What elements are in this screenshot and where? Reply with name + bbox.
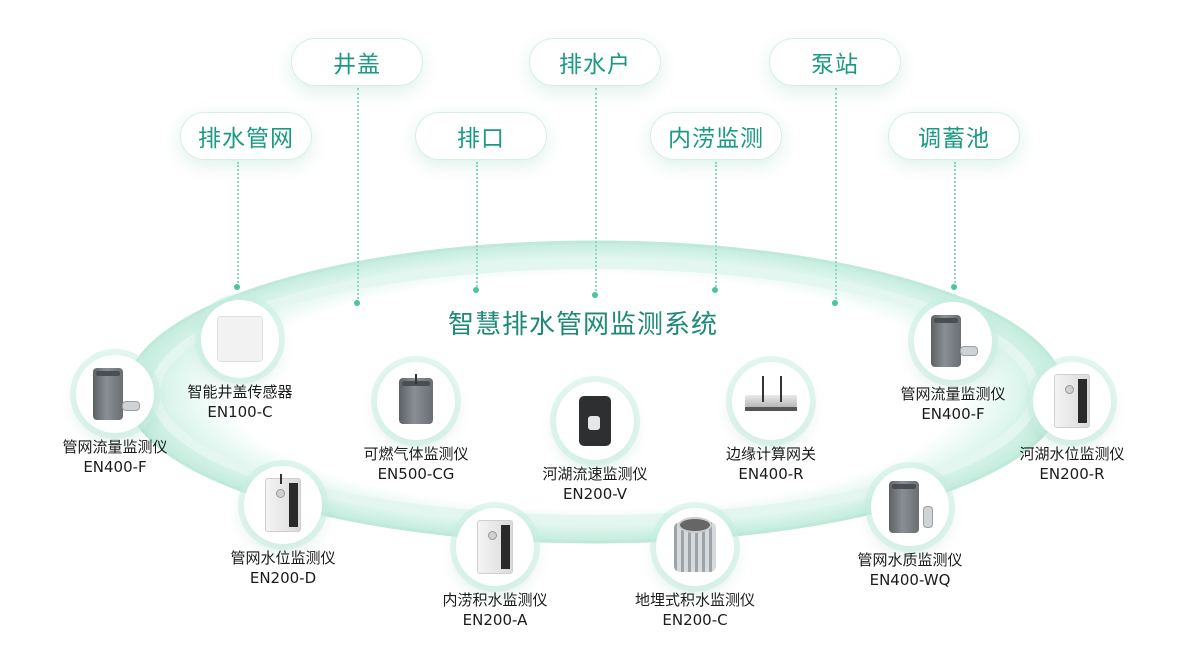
connector-dot	[234, 284, 240, 290]
connector-dot	[951, 284, 957, 290]
device-waterlogging-meter: 内涝积水监测仪 EN200-A	[380, 508, 610, 630]
device-manhole-sensor: 智能井盖传感器 EN100-C	[125, 300, 355, 422]
system-title: 智慧排水管网监测系统	[448, 310, 719, 340]
waterlogging-meter-icon	[456, 508, 534, 586]
device-model: EN100-C	[207, 403, 273, 421]
scenario-drainage-household: 排水户	[530, 39, 660, 85]
device-name: 河湖水位监测仪	[1019, 445, 1125, 463]
connector-line	[476, 162, 478, 290]
device-edge-gateway: 边缘计算网关 EN400-R	[656, 362, 886, 484]
buried-sensor-icon	[656, 508, 734, 586]
device-name: 地埋式积水监测仪	[634, 591, 755, 609]
scenario-drainage-network: 排水管网	[181, 113, 311, 159]
device-model: EN500-CG	[377, 465, 455, 483]
device-water-quality-meter: 管网水质监测仪 EN400-WQ	[795, 468, 1025, 590]
water-level-icon	[244, 466, 322, 544]
device-model: EN200-R	[1039, 465, 1105, 483]
water-level-icon	[1033, 362, 1111, 440]
connector-line	[954, 162, 956, 287]
scenario-waterlogging: 内涝监测	[651, 113, 781, 159]
device-name: 可燃气体监测仪	[363, 445, 469, 463]
scenario-manhole-cover: 井盖	[292, 39, 422, 85]
scenario-outfall: 排口	[416, 113, 546, 159]
connector-dot	[712, 287, 718, 293]
device-name: 管网流量监测仪	[62, 438, 168, 456]
manhole-sensor-icon	[201, 300, 279, 378]
device-flow-meter-left: 管网流量监测仪 EN400-F	[0, 355, 230, 477]
velocity-meter-icon	[556, 382, 634, 460]
device-name: 智能井盖传感器	[187, 383, 293, 401]
edge-gateway-icon	[732, 362, 810, 440]
scenario-storage-tank: 调蓄池	[889, 113, 1019, 159]
device-name: 边缘计算网关	[725, 445, 816, 463]
device-gas-detector: 可燃气体监测仪 EN500-CG	[301, 362, 531, 484]
device-flow-meter-right: 管网流量监测仪 EN400-F	[838, 302, 1068, 424]
device-name: 管网水位监测仪	[230, 549, 336, 567]
device-model: EN400-R	[738, 465, 804, 483]
connector-line	[835, 88, 837, 303]
connector-dot	[592, 292, 598, 298]
flow-meter-icon	[76, 355, 154, 433]
device-buried-sensor: 地埋式积水监测仪 EN200-C	[580, 508, 810, 630]
device-name: 内涝积水监测仪	[442, 591, 548, 609]
scenario-pump-station: 泵站	[770, 39, 900, 85]
connector-line	[595, 88, 597, 295]
connector-line	[715, 162, 717, 290]
connector-line	[357, 88, 359, 303]
device-river-level-meter: 河湖水位监测仪 EN200-R	[957, 362, 1187, 484]
device-model: EN200-D	[249, 569, 317, 587]
connector-dot	[832, 300, 838, 306]
device-model: EN200-C	[662, 611, 728, 629]
device-model: EN400-F	[921, 405, 985, 423]
device-model: EN200-V	[562, 485, 628, 503]
device-name: 管网流量监测仪	[900, 385, 1006, 403]
device-velocity-meter: 河湖流速监测仪 EN200-V	[480, 382, 710, 504]
device-pipe-level-meter: 管网水位监测仪 EN200-D	[168, 466, 398, 588]
device-model: EN400-F	[83, 458, 147, 476]
gas-detector-icon	[377, 362, 455, 440]
water-quality-icon	[871, 468, 949, 546]
device-model: EN400-WQ	[869, 571, 951, 589]
connector-line	[237, 162, 239, 287]
connector-dot	[354, 300, 360, 306]
device-name: 管网水质监测仪	[857, 551, 963, 569]
connector-dot	[473, 287, 479, 293]
flow-meter-icon	[914, 302, 992, 380]
device-name: 河湖流速监测仪	[542, 465, 648, 483]
device-model: EN200-A	[462, 611, 528, 629]
